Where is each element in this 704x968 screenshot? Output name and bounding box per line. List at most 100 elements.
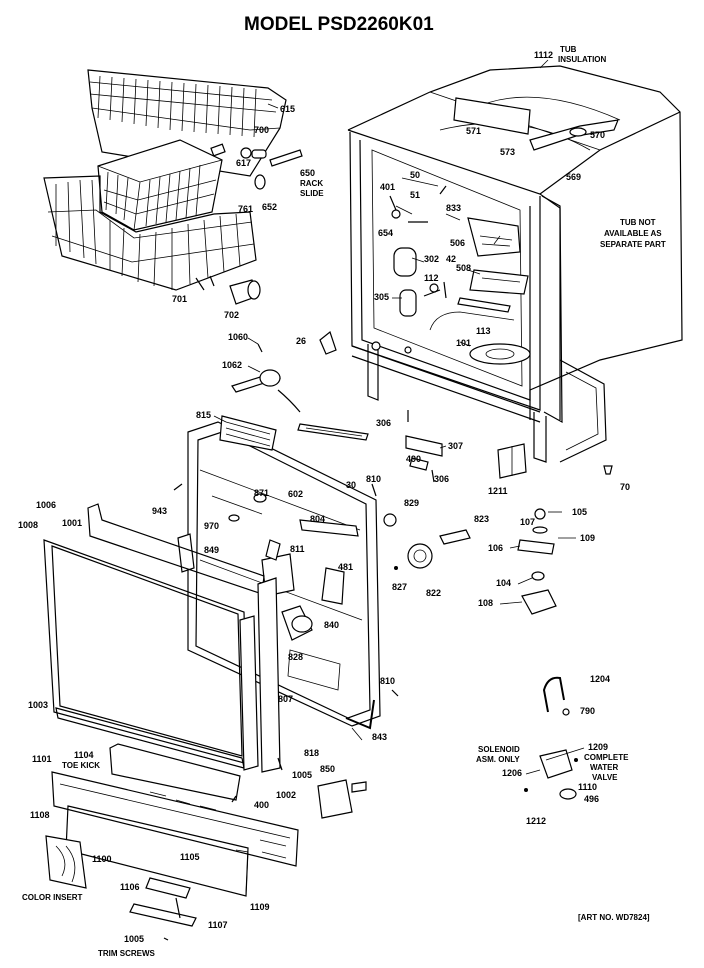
part-label: 1206	[502, 768, 522, 778]
part-label: 307	[448, 441, 463, 451]
part-label: 1107	[208, 920, 228, 930]
part-label: 822	[426, 588, 441, 598]
part-label: 1001	[62, 518, 82, 528]
caption-complete-water-valve-3: VALVE	[592, 773, 618, 782]
door-inner-panel-drawing	[173, 415, 399, 730]
leader-lines	[213, 59, 585, 775]
part-label: 112	[424, 273, 439, 283]
part-label: 1108	[30, 810, 50, 820]
part-label: 573	[500, 147, 515, 157]
caption-tub-insulation-2: INSULATION	[558, 55, 607, 64]
caption-tub-not-available-2: AVAILABLE AS	[604, 229, 662, 238]
part-label: 306	[434, 474, 449, 484]
part-label: 810	[366, 474, 381, 484]
part-label: 50	[410, 170, 420, 180]
caption-toe-kick: TOE KICK	[62, 761, 100, 770]
part-label: 30	[346, 480, 356, 490]
part-label: 42	[446, 254, 456, 264]
part-label: 1008	[18, 520, 38, 530]
part-label: 850	[320, 764, 335, 774]
caption-rack-slide-1: RACK	[300, 179, 323, 188]
rack-small-parts	[195, 143, 303, 305]
part-label: 602	[288, 489, 303, 499]
middle-parts-drawing	[231, 330, 613, 483]
part-label: 305	[374, 292, 389, 302]
part-label: 306	[376, 418, 391, 428]
door-outer-panel-drawing	[43, 503, 281, 773]
part-label: 818	[304, 748, 319, 758]
part-label: 815	[196, 410, 211, 420]
caption-solenoid-1: SOLENOID	[478, 745, 520, 754]
part-label: 828	[288, 652, 303, 662]
part-label: 109	[580, 533, 595, 543]
caption-complete-water-valve-2: WATER	[590, 763, 619, 772]
lower-rack-drawing	[43, 175, 257, 291]
part-label: 1209	[588, 742, 608, 752]
part-labels: 1112 615 700 617 650 652 761 701 702 571…	[18, 50, 630, 944]
part-label: 490	[406, 454, 421, 464]
caption-complete-water-valve-1: COMPLETE	[584, 753, 629, 762]
part-label: 1101	[32, 754, 52, 764]
part-label: 70	[620, 482, 630, 492]
part-label: 1110	[578, 782, 597, 792]
part-label: 401	[380, 182, 395, 192]
caption-solenoid-2: ASM. ONLY	[476, 755, 520, 764]
part-label: 1106	[120, 882, 140, 892]
part-label: 1002	[276, 790, 296, 800]
part-label: 1005	[292, 770, 312, 780]
part-label: 571	[466, 126, 481, 136]
part-label: 804	[310, 514, 325, 524]
caption-tub-not-available-1: TUB NOT	[620, 218, 656, 227]
part-label: 1112	[534, 50, 553, 60]
part-label: 1211	[488, 486, 508, 496]
caption-rack-slide-2: SLIDE	[300, 189, 324, 198]
part-label: 107	[520, 517, 535, 527]
part-label: 400	[254, 800, 269, 810]
part-label: 113	[476, 326, 491, 336]
part-label: 807	[278, 694, 293, 704]
part-label: 829	[404, 498, 419, 508]
part-label: 871	[254, 488, 269, 498]
part-label: 790	[580, 706, 595, 716]
part-label: 827	[392, 582, 407, 592]
part-label: 843	[372, 732, 387, 742]
diagram-title: MODEL PSD2260K01	[244, 14, 434, 35]
silverware-basket-drawing	[97, 139, 223, 231]
part-label: 1204	[590, 674, 610, 684]
art-number: [ART NO. WD7824]	[578, 913, 650, 922]
part-label: 1062	[222, 360, 242, 370]
part-label: 1100	[92, 854, 112, 864]
tub-drawing	[347, 65, 683, 463]
part-label: 970	[204, 521, 219, 531]
part-label: 1005	[124, 934, 144, 944]
part-label: 108	[478, 598, 493, 608]
part-label: 615	[280, 104, 295, 114]
part-label: 570	[590, 130, 605, 140]
caption-tub-insulation-1: TUB	[560, 45, 577, 54]
part-label: 1212	[526, 816, 546, 826]
part-label: 701	[172, 294, 187, 304]
part-label: 1006	[36, 500, 56, 510]
part-label: 569	[566, 172, 581, 182]
part-label: 105	[572, 507, 587, 517]
part-label: 700	[254, 125, 269, 135]
part-label: 833	[446, 203, 461, 213]
part-label: 508	[456, 263, 471, 273]
part-label: 702	[224, 310, 239, 320]
part-label: 654	[378, 228, 393, 238]
lower-parts-drawing	[45, 743, 367, 941]
part-label: 617	[236, 158, 251, 168]
part-label: 1104	[74, 750, 94, 760]
caption-color-insert: COLOR INSERT	[22, 893, 83, 902]
part-label: 761	[238, 204, 253, 214]
part-label: 652	[262, 202, 277, 212]
part-label: 811	[290, 544, 305, 554]
part-label: 650	[300, 168, 315, 178]
part-label: 506	[450, 238, 465, 248]
part-label: 1060	[228, 332, 248, 342]
part-label: 840	[324, 620, 339, 630]
part-label: 849	[204, 545, 219, 555]
part-label: 1105	[180, 852, 200, 862]
part-label: 810	[380, 676, 395, 686]
